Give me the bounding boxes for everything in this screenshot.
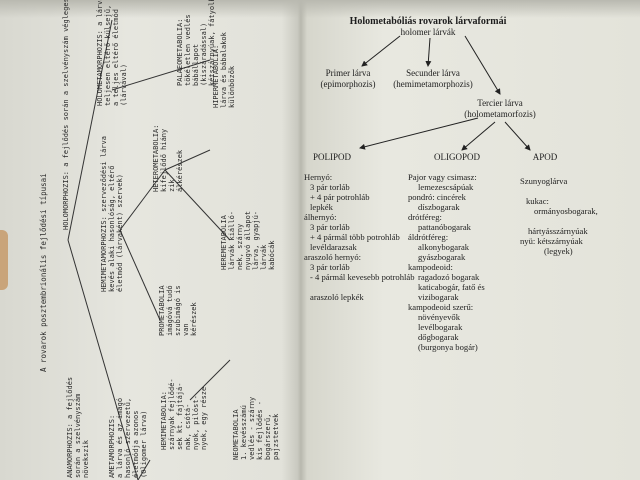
neometabolia-box: NEOMETABOLIA 1. kevésszámú vedlés - szár… [232,396,280,460]
holomorphozis-box: HOLOMORPHOZIS: a fejlődés során a szelvé… [62,0,70,230]
primer-larva: Primer lárva (epimorphozis) [320,68,376,89]
list-item: lepkék [310,202,333,212]
right-subtitle: holomer lárvák [400,27,456,37]
list-item: drótféreg: [408,212,442,222]
anamorphozis-box: ANAMORPHOZIS: a fejlődés során a szelvén… [66,376,90,478]
category-polipod: POLIPOD [312,152,352,162]
right-page: Holometabóliás rovarok lárvaformái holom… [300,0,640,480]
list-item: vizibogarak [418,292,459,302]
secunder-larva: Secunder lárva (hemimetamorphozis) [393,68,473,89]
left-page: A rovarok posztembrionális fejlődési típ… [0,0,300,480]
hemimetamorphozis-box: HEMIMETAMORPHOZIS: szerveződési lárva ke… [100,136,124,292]
list-item: kampodeoid: [408,262,453,272]
list-item: araszoló lepkék [310,292,364,302]
list-item: nyü: kétszárnyúak [520,236,583,246]
list-item [520,216,598,226]
list-item: pattanóbogarak [418,222,471,232]
oligopod-list: Pajor vagy csimasz: lemezescsápúak pondr… [408,172,485,352]
ametamorphozis-box: AMETAMORPHOZIS: a lárva és az imágó haso… [108,397,148,478]
list-item: ormányosbogarak, [534,206,598,216]
list-item: Pajor vagy csimasz: [408,172,477,182]
list-item: + 4 pár potrohláb [310,192,370,202]
hand-edge [0,230,8,290]
right-diagram-arrows [359,35,531,151]
list-item: hártyásszárnyúak [528,226,588,236]
hemimetabolia-box: HEMIMETABOLIA: szárnyak fejlődé- sek kt.… [160,378,208,450]
polipod-list: Hernyó: 3 pár torláb + 4 pár potrohláb l… [304,172,415,302]
prometabolia-box: PROMETABOLIA imágóvá tudó szubimágó is v… [158,285,198,336]
hipermetabolia-box: HIPERMETABOLIA: lárva és bábalakok külön… [212,32,236,108]
palaeometabolia-box: PALAEOMETABOLIA: tökéletlen vedlés bábál… [176,0,216,86]
list-item: araszoló hernyó: [304,252,362,262]
holometamorphozis-box: HOLOMETAMORPHOZIS: a lárva teljesen elté… [96,0,128,106]
list-item: katicabogár, fatő és [418,282,485,292]
list-item: Szunyoglárva [520,176,568,186]
list-item: 3 pár torláb [310,222,350,232]
list-item: (burgonya bogár) [418,342,478,352]
heremetabolia-box: HEREMETABOLIA lárvák kiálló- nek, szárny… [220,210,276,270]
left-diagram-lines [67,19,231,480]
list-item: lemezescsápúak [418,182,474,192]
list-item: pondró: cincérek [408,192,466,202]
list-item: 3 pár torláb [310,182,350,192]
list-item: gyászbogarak [418,252,466,262]
right-title: Holometabóliás rovarok lárvaformái [349,16,507,27]
list-item: Hernyó: [304,172,333,182]
category-apod: APOD [532,152,558,162]
list-item: ragadozó bogarak [418,272,480,282]
list-item: dőgbogarak [418,332,459,342]
list-item: kampodeoid szerű: [408,302,474,312]
list-item: - 4 pármál kevesebb potrohláb [310,272,415,282]
list-item: (legyek) [544,246,573,256]
list-item: díszbogarak [418,202,460,212]
list-item [520,186,598,196]
list-item: növényevők [418,312,461,322]
list-item: + 4 pármál több potrohláb [310,232,400,242]
tercier-larva: Tercier lárva (holometamorfozis) [464,98,536,119]
left-heading: A rovarok posztembrionális fejlődési típ… [39,173,48,372]
apod-list: Szunyoglárva kukac: ormányosbogarak, hár… [520,176,598,256]
list-item: levéldarazsak [310,242,357,252]
list-item: alkonybogarak [418,242,470,252]
category-oligopod: OLIGOPOD [434,152,480,162]
list-item [304,282,415,292]
list-item: levélbogarak [418,322,463,332]
top-shadow [0,0,640,18]
list-item: kukac: [526,196,549,206]
list-item: áldrótféreg: [408,232,449,242]
list-item: álhernyó: [304,212,337,222]
heterometabolia-box: HETEROMETABOLIA: kifejlődő hiány zik álk… [152,124,184,192]
list-item: 3 pár torláb [310,262,350,272]
